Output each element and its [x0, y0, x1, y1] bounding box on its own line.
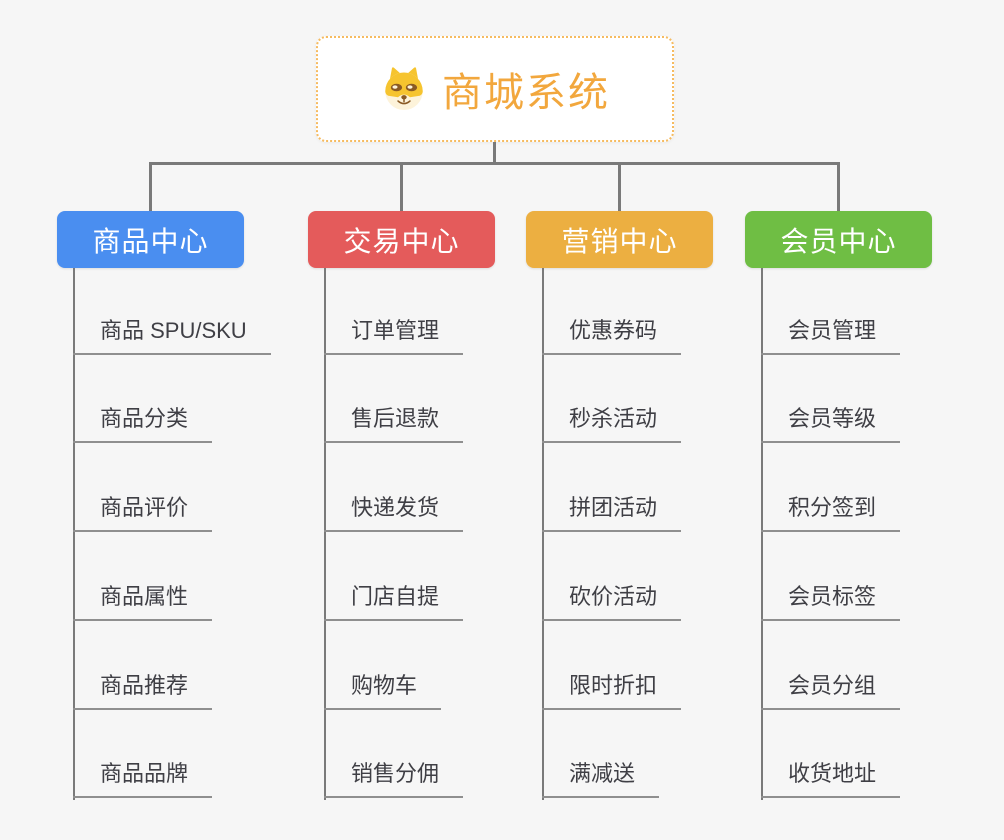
leaf-node[interactable]: 商品分类	[73, 401, 213, 443]
connector-trunk	[324, 268, 326, 800]
connector-trunk	[542, 268, 544, 800]
leaf-node[interactable]: 积分签到	[761, 490, 901, 532]
branch-column-member: 会员中心 会员管理 会员等级 积分签到 会员标签 会员分组 收货地址	[745, 211, 932, 811]
connector-drop-product	[149, 162, 152, 211]
root-title: 商城系统	[442, 71, 610, 115]
leaf-node[interactable]: 满减送	[542, 756, 660, 798]
connector-trunk	[761, 268, 763, 800]
leaf-node[interactable]: 商品品牌	[73, 756, 213, 798]
connector-drop-member	[837, 162, 840, 211]
leaf-node[interactable]: 会员等级	[761, 401, 901, 443]
leaf-node[interactable]: 拼团活动	[542, 490, 682, 532]
doge-icon	[385, 67, 423, 110]
connector-drop-trade	[400, 162, 403, 211]
leaf-node[interactable]: 商品评价	[73, 490, 213, 532]
connector-horizontal	[149, 162, 840, 165]
leaf-node[interactable]: 购物车	[324, 668, 442, 710]
leaf-node[interactable]: 销售分佣	[324, 756, 464, 798]
leaf-node[interactable]: 砍价活动	[542, 579, 682, 621]
branch-node-marketing-center[interactable]: 营销中心	[526, 211, 713, 268]
leaf-node[interactable]: 售后退款	[324, 401, 464, 443]
connector-root-stem	[493, 142, 496, 163]
branch-node-trade-center[interactable]: 交易中心	[308, 211, 495, 268]
branch-column-product: 商品中心 商品 SPU/SKU 商品分类 商品评价 商品属性 商品推荐 商品品牌	[57, 211, 271, 811]
branch-node-product-center[interactable]: 商品中心	[57, 211, 244, 268]
leaf-node[interactable]: 快递发货	[324, 490, 464, 532]
leaf-node[interactable]: 会员分组	[761, 668, 901, 710]
leaf-node[interactable]: 收货地址	[761, 756, 901, 798]
connector-trunk	[73, 268, 75, 800]
leaf-node[interactable]: 商品 SPU/SKU	[73, 313, 271, 355]
leaf-node[interactable]: 订单管理	[324, 313, 464, 355]
root-node-mall-system[interactable]: 商城系统	[316, 36, 674, 142]
leaf-node[interactable]: 会员标签	[761, 579, 901, 621]
connector-drop-marketing	[618, 162, 621, 211]
leaf-node[interactable]: 限时折扣	[542, 668, 682, 710]
branch-node-member-center[interactable]: 会员中心	[745, 211, 932, 268]
leaf-node[interactable]: 优惠券码	[542, 313, 682, 355]
leaf-node[interactable]: 会员管理	[761, 313, 901, 355]
leaf-node[interactable]: 商品推荐	[73, 668, 213, 710]
branch-column-trade: 交易中心 订单管理 售后退款 快递发货 门店自提 购物车 销售分佣	[308, 211, 495, 811]
leaf-node[interactable]: 门店自提	[324, 579, 464, 621]
leaf-node[interactable]: 秒杀活动	[542, 401, 682, 443]
branch-column-marketing: 营销中心 优惠券码 秒杀活动 拼团活动 砍价活动 限时折扣 满减送	[526, 211, 713, 811]
leaf-node[interactable]: 商品属性	[73, 579, 213, 621]
